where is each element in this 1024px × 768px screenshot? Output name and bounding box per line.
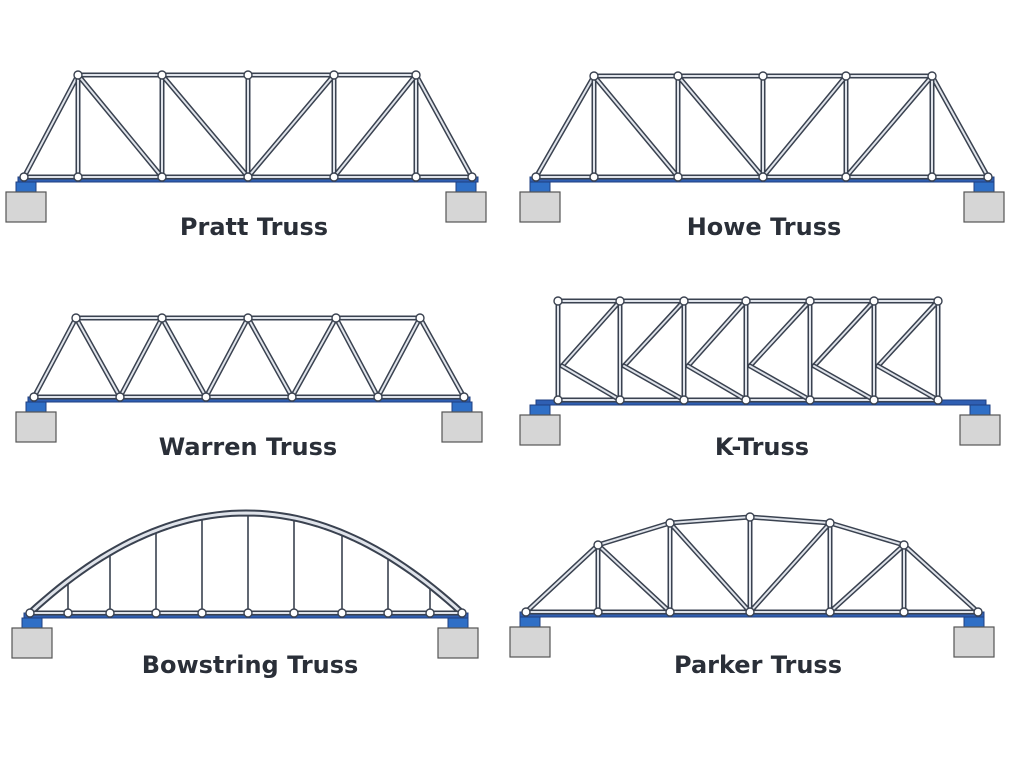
pratt-truss — [5, 70, 487, 223]
bowstring-truss-label: Bowstring Truss — [141, 651, 359, 679]
k-truss-label: K-Truss — [714, 433, 810, 461]
howe-truss — [519, 71, 1005, 223]
pratt-truss-label: Pratt Truss — [179, 213, 329, 241]
warren-truss-label: Warren Truss — [158, 433, 338, 461]
bowstring-truss — [11, 509, 479, 659]
k-truss — [519, 296, 1001, 446]
warren-truss — [15, 313, 483, 443]
parker-truss — [509, 512, 995, 658]
parker-truss-label: Parker Truss — [674, 651, 842, 679]
howe-truss-label: Howe Truss — [686, 213, 842, 241]
